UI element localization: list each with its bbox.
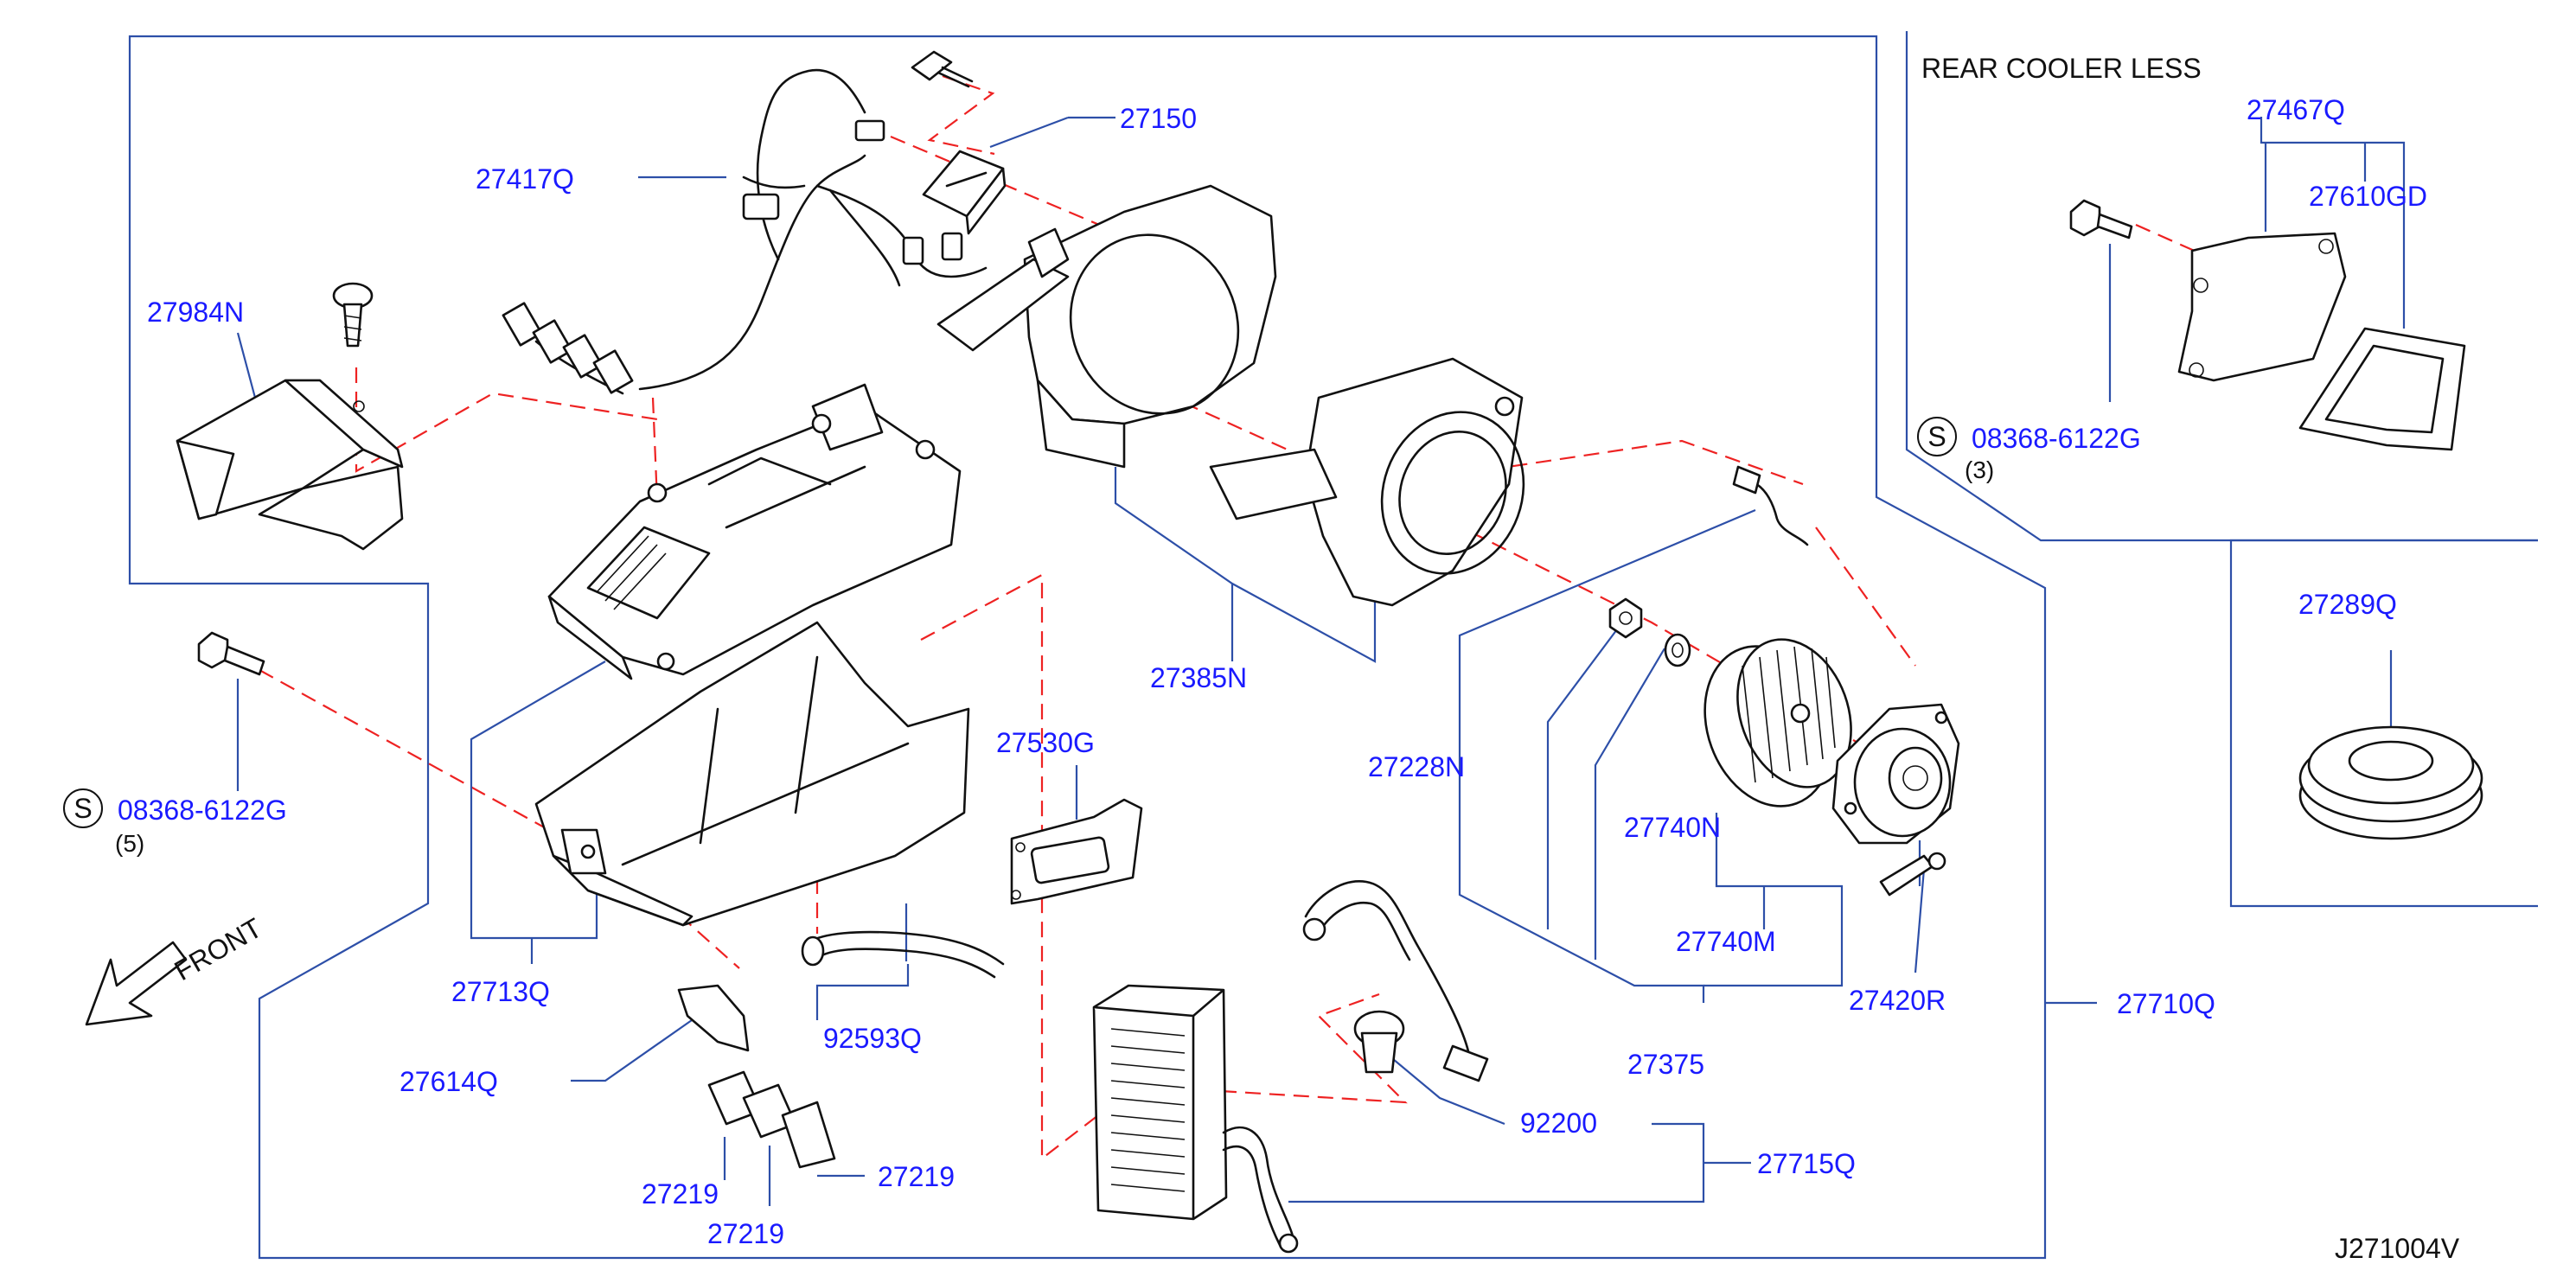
heater-lower-case: [534, 621, 970, 927]
label-27219-b: 27219: [642, 1178, 719, 1210]
diagram-code: J271004V: [2335, 1233, 2460, 1264]
connector-27420R: [1879, 852, 1946, 897]
label-27710Q: 27710Q: [2117, 988, 2215, 1019]
label-27228N: 27228N: [1368, 751, 1465, 782]
nut-27228N: [1608, 597, 1643, 639]
blower-fan-27740N: [1703, 638, 1852, 807]
bolt-main: [197, 631, 265, 676]
label-bolt-rear: 08368-6122G: [1972, 423, 2141, 454]
screw-27984N: [332, 282, 374, 348]
bracket-27530G: [1010, 798, 1143, 905]
bolt-symbol-main-letter: S: [74, 793, 92, 824]
label-27150: 27150: [1120, 103, 1197, 134]
label-27740M: 27740M: [1676, 926, 1776, 957]
heater-case-27713Q: [547, 383, 962, 680]
resistor-27150: [922, 150, 1007, 235]
connectors-27219: [707, 1070, 836, 1169]
screw-top: [911, 50, 974, 88]
bolt-symbol-rear-letter: S: [1927, 421, 1946, 452]
bolt-rear: [2069, 199, 2133, 239]
leader-lines: [236, 116, 2406, 1206]
wire-harness-27417Q: [502, 68, 988, 395]
bolt-symbol-rear: [1917, 417, 1957, 456]
label-27420R: 27420R: [1849, 985, 1946, 1016]
gasket-27610GD: [2298, 327, 2466, 451]
label-27417Q: 27417Q: [476, 163, 574, 195]
label-27715Q: 27715Q: [1757, 1148, 1856, 1179]
heater-core-27715Q: [1092, 984, 1299, 1254]
label-27385N: 27385N: [1150, 662, 1247, 693]
label-27713Q: 27713Q: [451, 976, 550, 1007]
bracket-27614Q: [677, 984, 750, 1052]
label-27289Q: 27289Q: [2298, 589, 2397, 620]
label-27984N: 27984N: [147, 297, 244, 328]
main-assembly-boundary: [128, 35, 2047, 1260]
bolt-symbol-main: [63, 788, 103, 828]
blower-motor-27740M: [1831, 703, 1960, 845]
label-27610GD: 27610GD: [2309, 181, 2427, 212]
hose-92593Q: [801, 930, 1005, 979]
front-arrow-icon: [85, 941, 188, 1026]
label-27219-c: 27219: [707, 1218, 784, 1249]
drain-hose: [1732, 465, 1809, 546]
label-27740N: 27740N: [1624, 812, 1721, 843]
front-label: FRONT: [169, 912, 267, 986]
blower-housing-27385N: [936, 184, 1525, 607]
header-note: REAR COOLER LESS: [1921, 53, 2202, 84]
grommet-box: [2229, 539, 2538, 908]
qty-bolt-rear: (3): [1965, 456, 1994, 483]
label-27375: 27375: [1627, 1049, 1704, 1080]
label-92200: 92200: [1520, 1107, 1597, 1139]
label-27467Q: 27467Q: [2247, 94, 2345, 125]
label-bolt-main: 08368-6122G: [118, 795, 287, 826]
grommet-27289Q: [2298, 725, 2483, 840]
label-27530G: 27530G: [996, 727, 1095, 758]
washer-27375: [1664, 633, 1691, 667]
label-27219-a: 27219: [878, 1161, 955, 1192]
label-27614Q: 27614Q: [400, 1066, 498, 1097]
duct-27984N: [176, 379, 404, 551]
water-valve-92200: [1302, 880, 1489, 1082]
qty-bolt-main: (5): [115, 830, 144, 857]
label-92593Q: 92593Q: [823, 1023, 922, 1054]
cover-plate-27467Q: [2177, 232, 2347, 382]
